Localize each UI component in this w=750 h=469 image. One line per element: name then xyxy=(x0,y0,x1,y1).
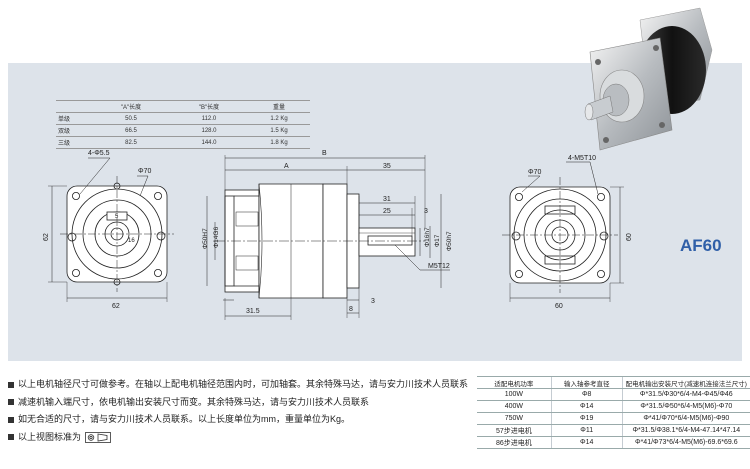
left-width-label: 62 xyxy=(112,303,120,310)
table-cell: Φ*41/Φ73*6/4-M5(M6)-69.6*69.6 xyxy=(621,436,750,449)
table-row: 双级 66.5 128.0 1.5 Kg xyxy=(56,124,310,137)
table-row: 57步进电机 Φ11 Φ*31.5/Φ38.1*6/4-M4-47.14*47.… xyxy=(477,424,750,437)
table-cell: Φ14 xyxy=(550,436,623,449)
motor-header-cell: 输入轴参考直径 xyxy=(550,376,623,389)
list-item: 以上电机轴径尺寸可做参考。在轴以上配电机轴径范围内时，可加轴套。其余特殊马达，请… xyxy=(8,376,468,394)
dim-3-label: 3 xyxy=(424,208,428,215)
motor-header-cell: 配电机输出安装尺寸(减速机连接法兰尺寸) xyxy=(621,376,750,389)
dim-25-label: 25 xyxy=(383,208,391,215)
note-text: 减速机输入端尺寸，依电机输出安装尺寸而变。其余特殊马达，请与安力川技术人员联系 xyxy=(18,396,370,407)
left-front-view xyxy=(48,157,174,302)
bullet-icon xyxy=(8,434,14,441)
motor-table-header: 适配电机功率 输入轴参考直径 配电机输出安装尺寸(减速机连接法兰尺寸) xyxy=(477,376,750,389)
table-cell: 82.5 xyxy=(92,136,170,149)
dim-31-label: 31 xyxy=(383,196,391,203)
table-cell: Φ19 xyxy=(550,412,623,425)
table-cell: Φ11 xyxy=(550,424,623,437)
motor-header-cell: 适配电机功率 xyxy=(477,376,552,389)
notes-list: 以上电机轴径尺寸可做参考。在轴以上配电机轴径范围内时，可加轴套。其余特殊马达，请… xyxy=(8,376,468,446)
dim-b-label: B xyxy=(322,150,327,157)
dim-a-label: A xyxy=(284,163,289,170)
left-height-label: 62 xyxy=(43,233,50,241)
table-cell: Φ*31.5/Φ30*6/4-M4-Φ45/Φ46 xyxy=(621,388,750,401)
right-front-view xyxy=(502,161,624,302)
dim-14g6-label: Φ14G6 xyxy=(213,227,220,248)
left-mark-16: 16 xyxy=(128,238,135,244)
right-pcd-label: Φ70 xyxy=(528,169,541,176)
list-item: 减速机输入端尺寸，依电机输出安装尺寸而变。其余特殊马达，请与安力川技术人员联系 xyxy=(8,394,468,412)
table-row: 100W Φ8 Φ*31.5/Φ30*6/4-M4-Φ45/Φ46 xyxy=(477,388,750,401)
table-cell: 400W xyxy=(477,400,552,413)
dim-31-5-label: 31.5 xyxy=(246,308,260,315)
table-cell: 144.0 xyxy=(170,136,248,149)
table-cell: Φ*31.5/Φ50*6/4-M5(M6)-Φ70 xyxy=(621,400,750,413)
note-text: 如无合适的尺寸，请与安力川技术人员联系。以上长度单位为mm，重量单位为Kg。 xyxy=(18,414,351,424)
table-row: 400W Φ14 Φ*31.5/Φ50*6/4-M5(M6)-Φ70 xyxy=(477,400,750,413)
side-view xyxy=(206,155,450,320)
table-cell: 57步进电机 xyxy=(477,424,552,437)
table-cell: 1.8 Kg xyxy=(248,136,310,149)
m5t12-label: M5T12 xyxy=(428,263,450,270)
dim-16h7-label: Φ16h7 xyxy=(424,227,431,247)
bullet-icon xyxy=(8,416,14,423)
table-row: 86步进电机 Φ14 Φ*41/Φ73*6/4-M5(M6)-69.6*69.6 xyxy=(477,436,750,449)
table-row: 750W Φ19 Φ*41/Φ70*6/4-M5(M6)-Φ90 xyxy=(477,412,750,425)
table-cell: Φ*41/Φ70*6/4-M5(M6)-Φ90 xyxy=(621,412,750,425)
table-cell: 100W xyxy=(477,388,552,401)
dim-50h7-right-label: Φ50h7 xyxy=(446,231,453,251)
right-width-label: 60 xyxy=(555,303,563,310)
table-cell: Φ8 xyxy=(550,388,623,401)
bullet-icon xyxy=(8,381,14,388)
projection-symbol-icon xyxy=(85,431,111,443)
list-item: 以上视图标准为 xyxy=(8,429,468,447)
dim-8-label: 8 xyxy=(349,306,353,313)
note-text: 以上视图标准为 xyxy=(18,431,82,442)
left-holes-label: 4-Φ5.5 xyxy=(88,150,110,157)
length-table: "A"长度 "B"长度 重量 单级 50.5 112.0 1.2 Kg 双级 6… xyxy=(56,100,310,149)
left-mark-5: 5 xyxy=(115,214,119,220)
list-item: 如无合适的尺寸，请与安力川技术人员联系。以上长度单位为mm，重量单位为Kg。 xyxy=(8,411,468,429)
dim-35-label: 35 xyxy=(383,163,391,170)
table-cell: Φ*31.5/Φ38.1*6/4-M4-47.14*47.14 xyxy=(621,424,750,437)
right-holes-label: 4-M5T10 xyxy=(568,155,596,162)
table-cell: 三级 xyxy=(56,136,92,149)
table-row: 三级 82.5 144.0 1.8 Kg xyxy=(56,136,310,149)
dim-17-label: Φ17 xyxy=(434,234,441,247)
motor-table: 适配电机功率 输入轴参考直径 配电机输出安装尺寸(减速机连接法兰尺寸) 100W… xyxy=(477,376,750,449)
dim-3b-label: 3 xyxy=(371,298,375,305)
dim-50h7-left-label: Φ50H7 xyxy=(202,228,209,249)
table-cell: 750W xyxy=(477,412,552,425)
note-text: 以上电机轴径尺寸可做参考。在轴以上配电机轴径范围内时，可加轴套。其余特殊马达，请… xyxy=(18,379,469,389)
bullet-icon xyxy=(8,399,14,406)
left-pcd-label: Φ70 xyxy=(138,168,151,175)
table-cell: Φ14 xyxy=(550,400,623,413)
table-cell: 86步进电机 xyxy=(477,436,552,449)
model-name: AF60 xyxy=(680,236,722,255)
right-height-label: 60 xyxy=(626,233,633,241)
